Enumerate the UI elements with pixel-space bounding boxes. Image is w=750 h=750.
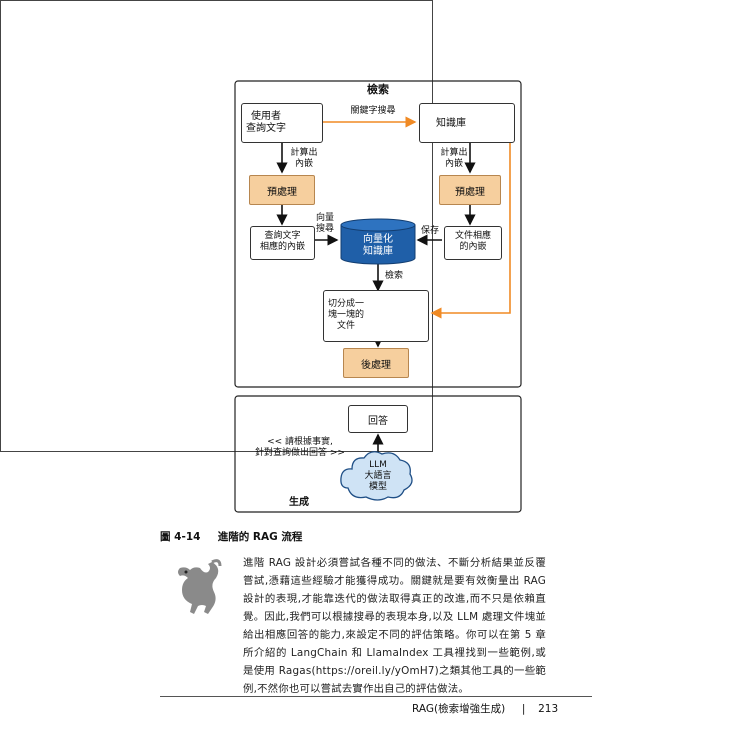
llm-label: LLM 大語言 模型 — [364, 460, 392, 492]
query-embedding-box — [250, 226, 315, 260]
note-text: 進階 RAG 設計必須嘗試各種不同的做法、不斷分析結果並反覆嘗試,憑藉這些經驗才… — [243, 557, 546, 695]
footer-section: RAG(檢索增強生成) — [412, 703, 506, 715]
vector-db-label: 向量化 知識庫 — [363, 234, 393, 257]
retrieve-label: 檢索 — [384, 271, 403, 281]
compute-embedding-right-label: 計算出 內嵌 — [440, 148, 468, 169]
preprocess-left-box: 預處理 — [249, 175, 315, 205]
figure-frame — [0, 0, 433, 452]
answer-box: 回答 — [348, 405, 408, 433]
keyword-search-label: 關鍵字搜尋 — [350, 106, 396, 116]
prompt-text: << 請根據事實, 針對查詢做出回答 >> — [255, 437, 345, 458]
vector-search-label: 向量 搜尋 — [315, 213, 334, 234]
compute-embedding-left-label: 計算出 內嵌 — [290, 148, 318, 169]
chunked-docs-box — [323, 290, 429, 342]
footer-rule — [160, 696, 592, 697]
note-animal-icon — [178, 559, 222, 614]
caption-number: 圖 4-14 — [160, 531, 201, 543]
knowledge-base-box — [419, 103, 515, 143]
doc-embedding-label: 文件相應 的內嵌 — [454, 231, 491, 252]
footer-separator: | — [521, 703, 526, 715]
vector-db-cylinder — [340, 218, 416, 265]
page-footer: RAG(檢索增強生成) | 213 — [412, 701, 558, 716]
footer-page-number: 213 — [538, 703, 559, 715]
save-label: 保存 — [420, 226, 439, 236]
llm-cloud-icon — [340, 451, 413, 501]
query-embedding-label: 查詢文字 相應的內嵌 — [259, 231, 305, 252]
knowledge-base-label: 知識庫 — [436, 118, 466, 129]
preprocess-right-box: 預處理 — [439, 175, 501, 205]
user-query-label: 使用者 查詢文字 — [246, 111, 286, 134]
generation-title: 生成 — [289, 497, 309, 508]
retrieval-title: 檢索 — [367, 83, 389, 96]
doc-embedding-box — [444, 226, 502, 260]
postprocess-box: 後處理 — [343, 348, 409, 378]
caption-title: 進階的 RAG 流程 — [217, 531, 303, 543]
chunked-docs-label: 切分成一 塊一塊的 文件 — [327, 299, 364, 331]
user-query-box — [241, 103, 323, 143]
figure-caption: 圖 4-14 進階的 RAG 流程 — [160, 529, 302, 544]
